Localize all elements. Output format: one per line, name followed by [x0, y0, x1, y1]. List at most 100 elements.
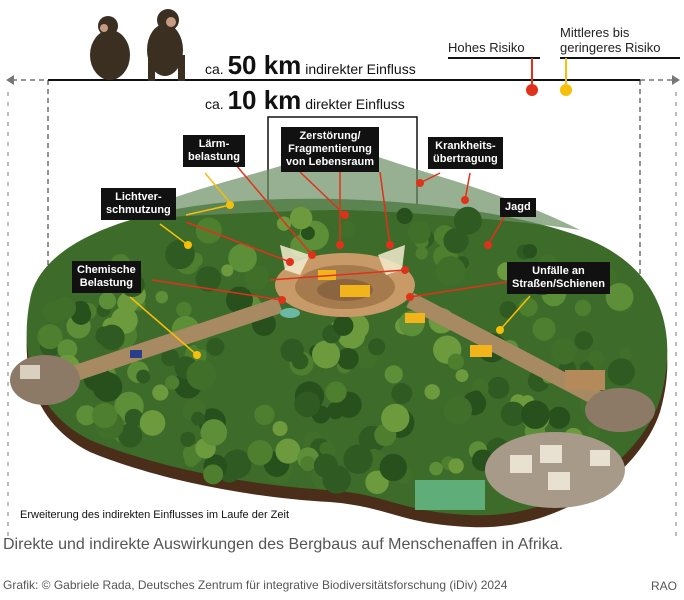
tree — [165, 375, 180, 390]
label-light-pollution: Lichtver- schmutzung — [101, 188, 176, 220]
tree — [300, 456, 316, 472]
floodlight-beam — [280, 245, 310, 275]
high-risk-dot — [526, 84, 538, 96]
tree — [76, 405, 97, 426]
tree — [195, 266, 222, 292]
tree — [319, 441, 334, 456]
road-west — [37, 297, 283, 393]
timber-pile — [565, 370, 605, 390]
tree — [443, 228, 469, 254]
tree — [247, 439, 273, 466]
village — [485, 432, 625, 508]
tree — [200, 419, 228, 446]
tree — [607, 358, 635, 386]
tree — [522, 244, 538, 259]
tree — [415, 247, 428, 260]
excavator — [340, 285, 370, 297]
tree — [605, 283, 634, 311]
tree — [184, 453, 198, 467]
tree — [53, 296, 77, 320]
tree — [487, 376, 510, 399]
tree — [337, 220, 355, 238]
tree — [499, 301, 517, 319]
tree — [435, 256, 466, 286]
tree — [379, 453, 407, 482]
car — [130, 350, 142, 358]
tree — [547, 406, 571, 429]
tree — [469, 390, 483, 404]
tree — [71, 300, 90, 320]
tree — [244, 264, 270, 291]
label-chemical: Chemische Belastung — [72, 261, 141, 293]
tree — [365, 470, 389, 494]
tree — [139, 410, 166, 436]
agency: RAO — [651, 579, 678, 593]
tree — [521, 400, 550, 429]
tree — [447, 353, 464, 370]
tree — [500, 401, 526, 427]
tree — [587, 424, 601, 438]
tree — [326, 402, 344, 420]
tree — [368, 338, 386, 356]
label-disease: Krankheits- übertragung — [428, 137, 503, 169]
tree — [98, 292, 117, 310]
label-accidents: Unfälle an Straßen/Schienen — [507, 262, 610, 294]
legend-high-risk: Hohes Risiko — [448, 40, 525, 55]
label-habitat-destruction: Zerstörung/ Fragmentierung von Lebensrau… — [281, 127, 380, 172]
settlement-east — [585, 388, 655, 432]
tree — [312, 340, 341, 369]
tree — [289, 206, 313, 230]
tree — [619, 347, 633, 361]
scale-prefix: ca. — [205, 96, 224, 112]
road-east — [406, 292, 624, 418]
tree — [384, 365, 403, 384]
tree — [301, 226, 315, 241]
tree — [203, 464, 224, 485]
tree — [343, 444, 373, 474]
risk-markers — [184, 179, 504, 359]
tree — [226, 286, 253, 314]
expansion-note: Erweiterung des indirekten Einflusses im… — [20, 509, 290, 521]
tree — [118, 423, 143, 448]
label-noise: Lärm- belastung — [183, 135, 245, 167]
arrow-right-icon — [672, 75, 680, 85]
tree — [191, 411, 206, 426]
settlement-west — [10, 355, 80, 405]
tree — [448, 458, 464, 474]
tree — [294, 391, 321, 418]
direct-suffix: direkter Einfluss — [305, 96, 405, 112]
tree — [443, 395, 473, 425]
tree — [206, 337, 225, 356]
indirect-distance: 50 km — [227, 50, 302, 80]
tree — [57, 339, 78, 360]
tree — [587, 350, 605, 367]
tree — [275, 438, 301, 464]
tree — [272, 420, 288, 437]
tree — [424, 384, 440, 400]
scale-prefix: ca. — [205, 61, 224, 77]
tree — [95, 326, 115, 346]
caption: Direkte und indirekte Auswirkungen des B… — [3, 536, 564, 553]
tree — [429, 461, 443, 476]
tree — [180, 431, 196, 447]
connector-lines — [129, 164, 531, 356]
medium-risk-dot — [560, 84, 572, 96]
direct-distance: 10 km — [227, 85, 302, 115]
tree — [136, 369, 151, 384]
tree — [155, 290, 169, 304]
tree — [124, 408, 143, 428]
tree — [574, 299, 592, 317]
arrow-left-icon — [6, 75, 14, 85]
tree — [37, 324, 63, 350]
indirect-scale-label: ca. 50 km indirekter Einfluss — [205, 50, 416, 81]
direct-scale-label: ca. 10 km direkter Einfluss — [205, 85, 405, 116]
tree — [313, 453, 338, 478]
tree — [337, 348, 359, 370]
tree — [333, 315, 354, 336]
tree — [453, 206, 482, 235]
tree — [381, 403, 410, 433]
tree — [161, 348, 179, 367]
chemical-pond — [280, 308, 300, 318]
tree — [222, 449, 252, 479]
